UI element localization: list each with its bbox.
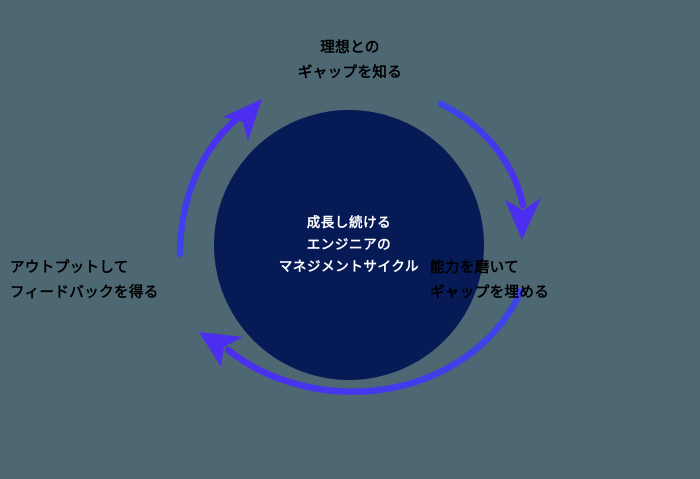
node-label-left-line-2: フィードバックを得る (10, 284, 159, 301)
node-label-top-line-2: ギャップを知る (297, 64, 403, 81)
node-label-top: 理想との ギャップを知る (0, 36, 700, 86)
node-label-right-line-1: 能力を磨いて (430, 260, 519, 276)
center-circle (214, 110, 484, 380)
node-label-right: 能力を磨いて ギャップを埋める (430, 256, 690, 306)
node-label-left: アウトプットして フィードバックを得る (10, 256, 270, 306)
arrow-right-to-left (199, 287, 525, 395)
arrow-left-to-top (176, 99, 262, 258)
node-label-top-line-1: 理想との (320, 40, 380, 56)
node-label-left-line-1: アウトプットして (10, 260, 129, 276)
arrow-top-to-right (437, 100, 541, 240)
node-label-right-line-2: ギャップを埋める (430, 284, 550, 301)
